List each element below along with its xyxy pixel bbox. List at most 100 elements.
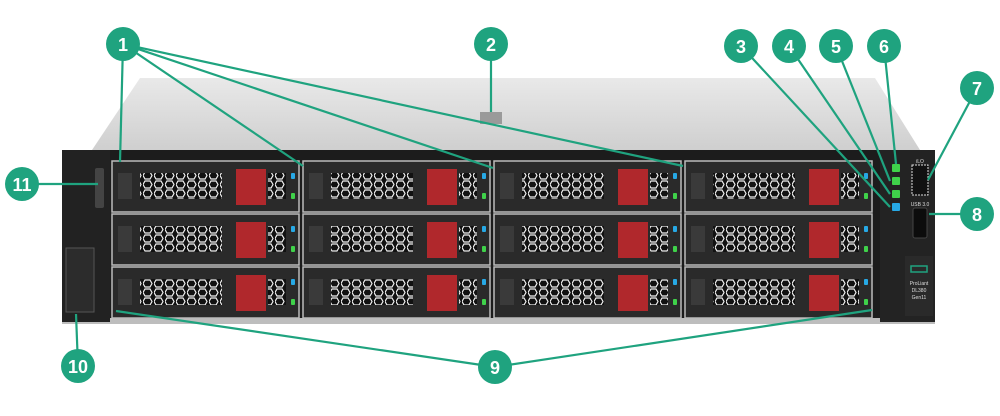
- led-4: [892, 190, 900, 198]
- drive-bay[interactable]: [111, 213, 300, 266]
- drive-status-led: [864, 193, 868, 199]
- callout-number: 4: [784, 37, 794, 57]
- drive-status-led: [482, 246, 486, 252]
- callout-1: 1: [106, 27, 140, 61]
- drive-activity-led: [673, 173, 677, 179]
- drive-status-led: [482, 299, 486, 305]
- drive-status-led: [291, 246, 295, 252]
- product-line-1: ProLiant: [910, 281, 929, 287]
- drive-activity-led: [482, 279, 486, 285]
- drive-vent-small: [650, 173, 668, 199]
- callout-circle: [5, 167, 39, 201]
- drive-release-latch[interactable]: [618, 169, 648, 205]
- drive-bay[interactable]: [493, 213, 682, 266]
- drive-bay[interactable]: [684, 213, 873, 266]
- drive-status-led: [673, 193, 677, 199]
- callout-circle: [960, 197, 994, 231]
- drive-vent: [522, 279, 604, 305]
- drive-vent: [522, 173, 604, 199]
- drive-release-latch[interactable]: [618, 275, 648, 311]
- drive-vent: [331, 226, 413, 252]
- chassis-bottom-edge: [62, 318, 935, 324]
- drive-vent-small: [841, 279, 859, 305]
- usb-port[interactable]: [912, 207, 928, 239]
- drive-label: [691, 226, 705, 252]
- drive-activity-led: [482, 226, 486, 232]
- drive-vent: [140, 279, 222, 305]
- drive-label: [309, 173, 323, 199]
- leader-line-4: [788, 45, 891, 195]
- callout-10: 10: [61, 349, 95, 383]
- drive-release-latch[interactable]: [427, 222, 457, 258]
- drive-bay[interactable]: [493, 266, 682, 319]
- drive-release-latch[interactable]: [427, 169, 457, 205]
- drive-release-latch[interactable]: [618, 222, 648, 258]
- drive-release-latch[interactable]: [809, 169, 839, 205]
- drive-bay[interactable]: [111, 160, 300, 213]
- drive-status-led: [864, 246, 868, 252]
- callout-5: 5: [819, 29, 853, 63]
- callout-number: 1: [118, 35, 128, 55]
- drive-activity-led: [673, 279, 677, 285]
- callout-number: 8: [972, 205, 982, 225]
- drive-status-led: [673, 246, 677, 252]
- drive-bay[interactable]: [302, 266, 491, 319]
- drive-label: [500, 173, 514, 199]
- product-line-2: DL380: [912, 288, 927, 294]
- leader-line-1: [118, 43, 125, 163]
- drive-grid: [111, 160, 873, 319]
- hpe-logo: [910, 265, 928, 273]
- callout-circle: [478, 350, 512, 384]
- drive-label: [309, 279, 323, 305]
- callout-6: 6: [867, 29, 901, 63]
- drive-vent-small: [268, 173, 286, 199]
- drive-release-latch[interactable]: [236, 275, 266, 311]
- leader-line-7: [927, 87, 978, 181]
- drive-status-led: [291, 193, 295, 199]
- drive-bay[interactable]: [302, 160, 491, 213]
- left-ear-latch[interactable]: [95, 168, 104, 208]
- drive-bay[interactable]: [302, 213, 491, 266]
- drive-vent-small: [841, 173, 859, 199]
- drive-activity-led: [864, 226, 868, 232]
- ilo-port[interactable]: [911, 164, 929, 196]
- callout-circle: [867, 29, 901, 63]
- callout-circle: [960, 71, 994, 105]
- drive-release-latch[interactable]: [427, 275, 457, 311]
- drive-activity-led: [673, 226, 677, 232]
- drive-vent: [331, 173, 413, 199]
- callout-circle: [819, 29, 853, 63]
- drive-activity-led: [291, 173, 295, 179]
- drive-label: [118, 226, 132, 252]
- drive-status-led: [864, 299, 868, 305]
- drive-vent-small: [459, 173, 477, 199]
- drive-vent: [140, 173, 222, 199]
- drive-vent-small: [268, 279, 286, 305]
- leader-line-1: [122, 43, 304, 167]
- chassis-top: [92, 78, 920, 150]
- callout-3: 3: [724, 29, 758, 63]
- drive-release-latch[interactable]: [236, 169, 266, 205]
- drive-label: [309, 226, 323, 252]
- drive-status-led: [482, 193, 486, 199]
- callout-number: 10: [68, 357, 88, 377]
- leader-line-3: [740, 45, 891, 208]
- usb-label: USB 3.0: [911, 202, 930, 208]
- drive-release-latch[interactable]: [809, 275, 839, 311]
- drive-label: [118, 173, 132, 199]
- callout-circle: [61, 349, 95, 383]
- callout-4: 4: [772, 29, 806, 63]
- drive-bay[interactable]: [684, 160, 873, 213]
- drive-label: [118, 279, 132, 305]
- drive-release-latch[interactable]: [809, 222, 839, 258]
- callout-7: 7: [960, 71, 994, 105]
- callout-number: 7: [972, 79, 982, 99]
- drive-bay[interactable]: [684, 266, 873, 319]
- drive-vent: [713, 173, 795, 199]
- serial-label-tab[interactable]: [65, 247, 95, 313]
- drive-bay[interactable]: [111, 266, 300, 319]
- drive-release-latch[interactable]: [236, 222, 266, 258]
- callout-number: 3: [736, 37, 746, 57]
- drive-bay[interactable]: [493, 160, 682, 213]
